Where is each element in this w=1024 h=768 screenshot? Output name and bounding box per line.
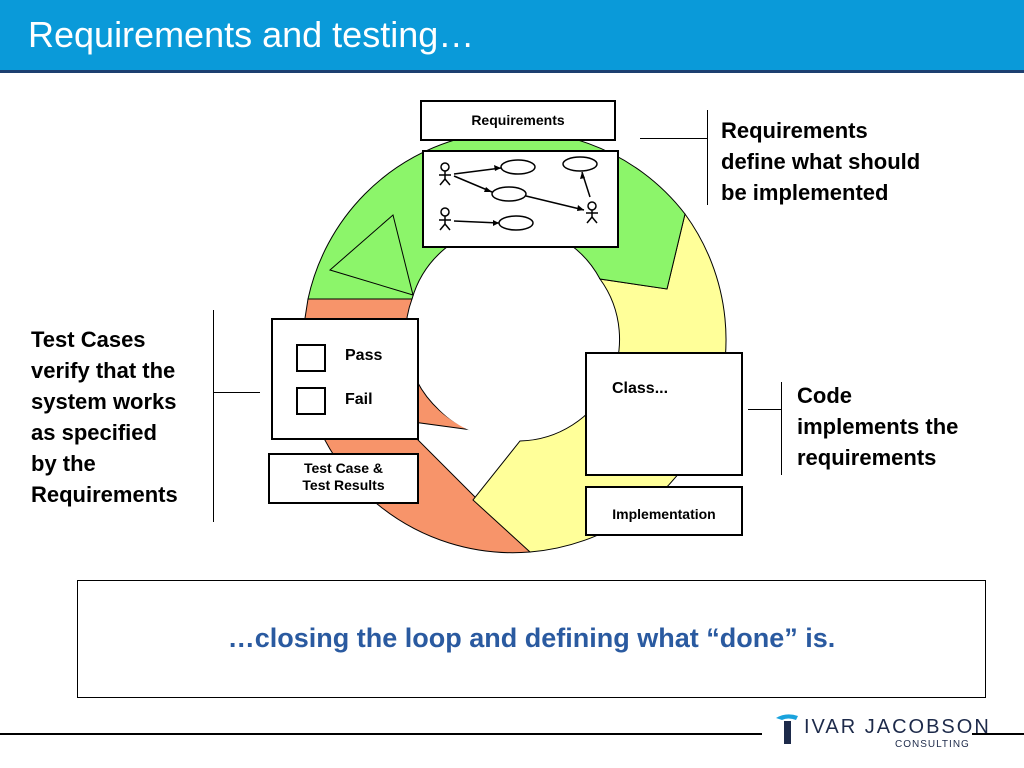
use-case-ellipse bbox=[498, 215, 534, 231]
title-bar bbox=[0, 0, 1024, 70]
requirements-bracket bbox=[707, 110, 708, 205]
actor-icon-2 bbox=[439, 207, 451, 231]
code-bracket bbox=[781, 382, 782, 475]
page-title: Requirements and testing… bbox=[28, 14, 475, 55]
footer-line-left bbox=[0, 733, 762, 735]
association-line bbox=[453, 220, 500, 224]
fail-checkbox bbox=[296, 387, 326, 415]
association-line bbox=[453, 167, 502, 175]
actor-icon-3 bbox=[586, 201, 598, 224]
summary-callout: …closing the loop and defining what “don… bbox=[77, 580, 986, 698]
footer-line-right bbox=[972, 733, 1024, 735]
use-case-ellipse bbox=[500, 159, 536, 175]
requirements-connector bbox=[640, 138, 707, 139]
logo-name: IVAR JACOBSON bbox=[804, 716, 991, 738]
requirements-label-box bbox=[420, 100, 616, 141]
pass-label: Pass bbox=[345, 347, 383, 364]
code-connector bbox=[748, 409, 781, 410]
association-line bbox=[525, 195, 585, 211]
logo-sub: CONSULTING bbox=[895, 739, 970, 750]
summary-text: …closing the loop and defining what “don… bbox=[227, 623, 836, 653]
code-note: Code implements the requirements bbox=[797, 383, 959, 470]
implementation-label-box bbox=[585, 486, 743, 536]
use-case-ellipse bbox=[491, 186, 527, 202]
tests-bracket bbox=[213, 310, 214, 522]
test-label-box bbox=[268, 453, 419, 504]
class-code-text: Class... bbox=[612, 380, 669, 397]
pass-checkbox bbox=[296, 344, 326, 372]
requirements-note: Requirements define what should be imple… bbox=[721, 118, 921, 205]
class-code-box bbox=[585, 352, 743, 476]
use-case-ellipse bbox=[562, 156, 598, 172]
requirements-label: Requirements bbox=[471, 112, 565, 128]
implementation-label: Implementation bbox=[612, 506, 716, 522]
ring-segment-green-arrowhead bbox=[328, 214, 414, 296]
ring-inner-hole bbox=[410, 239, 610, 439]
use-case-diagram bbox=[439, 156, 598, 231]
title-underline bbox=[0, 70, 1024, 73]
logo-mark-icon bbox=[776, 714, 798, 744]
tests-note: Test Cases verify that the system works … bbox=[31, 327, 178, 507]
tests-connector bbox=[213, 392, 260, 393]
test-result-box bbox=[271, 318, 419, 440]
fail-label: Fail bbox=[345, 391, 373, 408]
actor-icon-1 bbox=[439, 162, 451, 186]
test-label: Test Case & Test Results bbox=[302, 460, 385, 493]
